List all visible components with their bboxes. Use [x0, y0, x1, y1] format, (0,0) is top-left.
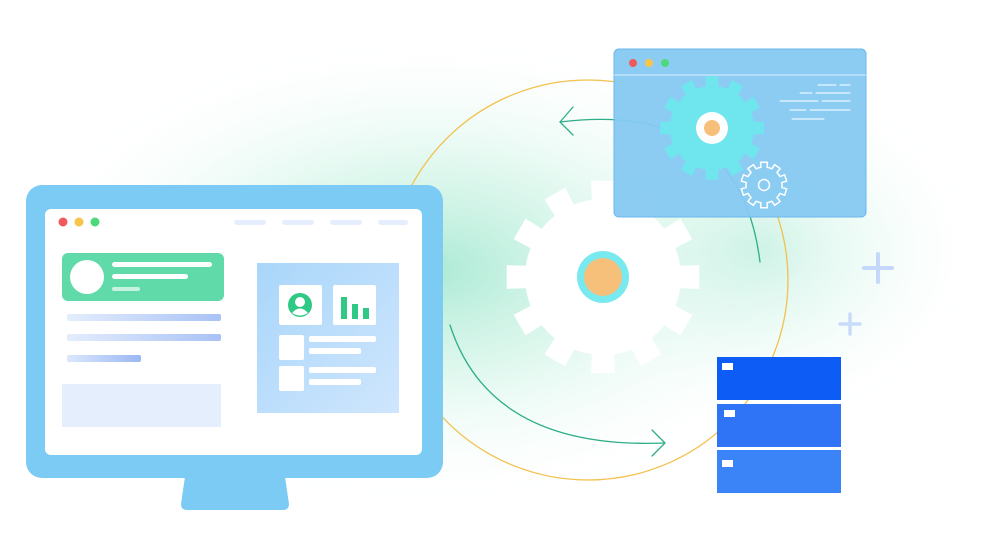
desktop-monitor-icon: [26, 185, 443, 510]
server-unit: [717, 404, 841, 447]
profile-line: [112, 287, 140, 291]
list-item-line: [309, 379, 361, 385]
gear-hub: [704, 120, 720, 136]
window-dot-yellow: [74, 217, 84, 227]
window-dot-yellow: [645, 59, 653, 67]
plus-icon: [862, 252, 894, 284]
gear-icon: [660, 76, 764, 180]
screen-nav-placeholders: [234, 220, 408, 225]
server-indicator: [724, 410, 735, 417]
server-stack-icon: [717, 357, 841, 493]
content-line: [67, 314, 221, 321]
monitor-stand: [181, 470, 289, 510]
content-line: [67, 355, 141, 362]
server-unit: [717, 450, 841, 493]
plus-icon: [838, 312, 862, 336]
content-block: [62, 384, 221, 427]
code-lines: [779, 84, 851, 120]
window-dot-green: [90, 217, 100, 227]
profile-avatar: [70, 260, 104, 294]
profile-line: [112, 274, 188, 279]
window-dot-red: [58, 217, 68, 227]
server-indicator: [722, 363, 733, 370]
window-dot-green: [661, 59, 669, 67]
user-avatar-icon: [288, 293, 312, 317]
list-item-line: [309, 367, 376, 373]
list-item-line: [309, 348, 361, 354]
bar-chart-icon: [341, 297, 369, 319]
gear-icon: [506, 180, 700, 374]
server-indicator: [722, 460, 733, 467]
window-dot-red: [629, 59, 637, 67]
server-unit: [717, 357, 841, 400]
list-item-thumb: [279, 366, 304, 391]
gear-body: [740, 161, 788, 209]
profile-line: [112, 262, 212, 267]
browser-window-icon: [613, 48, 867, 218]
gear-icon: [740, 161, 788, 209]
list-item-thumb: [279, 335, 304, 360]
gear-hub: [584, 258, 622, 296]
content-line: [67, 334, 221, 341]
gear-hub: [757, 178, 771, 192]
list-item-line: [309, 336, 376, 342]
